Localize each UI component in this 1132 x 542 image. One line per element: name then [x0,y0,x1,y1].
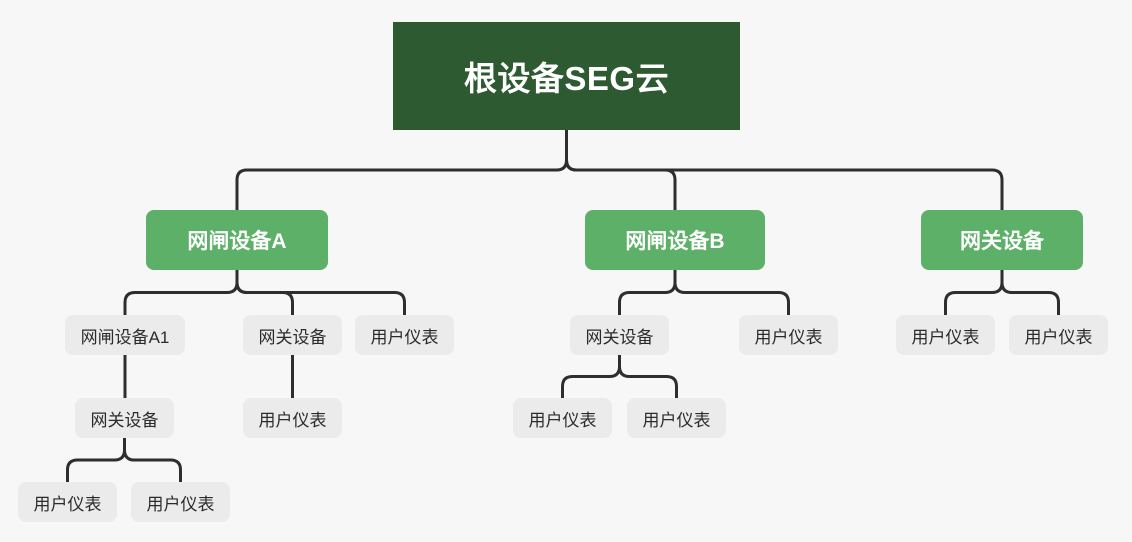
node-user-meter-a3-label: 用户仪表 [370,327,439,347]
edge-a-to-a3 [235,270,406,315]
node-gateway-device-a2[interactable]: 网关设备 [243,315,342,355]
node-user-meter-c1[interactable]: 用户仪表 [896,315,995,355]
node-user-meter-a1a1[interactable]: 用户仪表 [18,482,117,522]
node-gateway-device-top-label: 网关设备 [960,230,1044,253]
node-root-seg-cloud[interactable]: 根设备SEG云 [393,22,740,130]
edge-b-to-user-meter [673,270,790,315]
node-user-meter-a1a2[interactable]: 用户仪表 [131,482,230,522]
node-gatekeeper-device-b-label: 网闸设备B [625,230,725,253]
edge-c-to-user-meter-1 [944,270,1004,315]
node-root-seg-cloud-label: 根设备SEG云 [463,60,670,97]
node-user-meter-b1b-label: 用户仪表 [642,410,711,430]
edge-b-to-gateway [618,270,677,315]
node-user-meter-b1a-label: 用户仪表 [528,410,597,430]
node-user-meter-c2[interactable]: 用户仪表 [1009,315,1108,355]
node-user-meter-c2-label: 用户仪表 [1024,327,1093,347]
node-user-meter-b1a[interactable]: 用户仪表 [513,398,612,438]
node-gateway-device-b1[interactable]: 网关设备 [570,315,669,355]
node-user-meter-b1b[interactable]: 用户仪表 [627,398,726,438]
node-user-meter-b2-label: 用户仪表 [754,327,823,347]
node-gatekeeper-device-a1-label: 网闸设备A1 [80,327,170,347]
node-user-meter-a1a2-label: 用户仪表 [146,494,215,514]
node-gateway-device-a1a[interactable]: 网关设备 [75,398,174,438]
node-user-meter-b2[interactable]: 用户仪表 [739,315,838,355]
node-gatekeeper-device-a-label: 网闸设备A [187,230,287,253]
node-user-meter-a2a[interactable]: 用户仪表 [243,398,342,438]
edge-root-to-gateway [565,130,1004,210]
node-gateway-device-a2-label: 网关设备 [258,327,327,347]
node-gateway-device-a1a-label: 网关设备 [90,410,159,430]
node-user-meter-a3[interactable]: 用户仪表 [355,315,454,355]
edge-a-to-a2 [235,270,294,315]
node-gatekeeper-device-a1[interactable]: 网闸设备A1 [65,315,185,355]
node-gateway-device-top[interactable]: 网关设备 [921,210,1083,270]
node-gatekeeper-device-b[interactable]: 网闸设备B [585,210,765,270]
edge-a-to-a1 [123,270,239,315]
edge-a1a-to-user-meter-1 [66,438,126,482]
edge-b1-to-user-meter-2 [618,355,678,398]
node-user-meter-a2a-label: 用户仪表 [258,410,327,430]
edge-root-to-gatekeeper-b [565,130,677,210]
node-user-meter-c1-label: 用户仪表 [911,327,980,347]
edge-a1a-to-user-meter-2 [123,438,182,482]
node-gatekeeper-device-a[interactable]: 网闸设备A [146,210,328,270]
node-user-meter-a1a1-label: 用户仪表 [33,494,102,514]
node-gateway-device-b1-label: 网关设备 [585,327,654,347]
edge-root-to-gatekeeper-a [235,130,568,210]
edge-b1-to-user-meter-1 [561,355,621,398]
edge-c-to-user-meter-2 [1000,270,1060,315]
